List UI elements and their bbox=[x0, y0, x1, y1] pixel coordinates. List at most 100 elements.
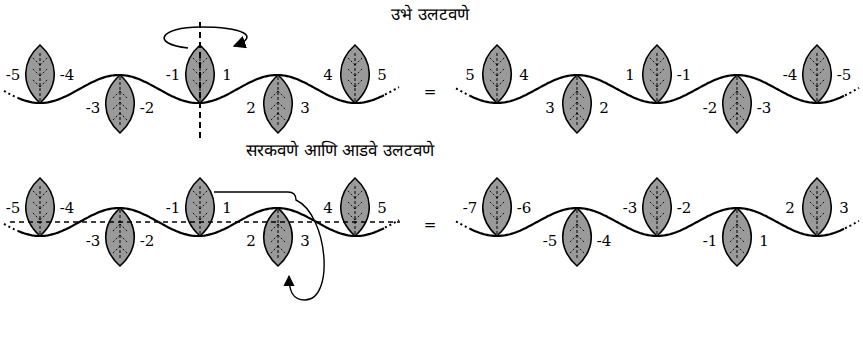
leaf-vein bbox=[270, 235, 278, 243]
leaf-vein bbox=[200, 79, 208, 87]
leaf-vein bbox=[817, 190, 825, 198]
leaf-vein bbox=[270, 113, 278, 121]
position-number: -5 bbox=[543, 234, 558, 249]
position-number: -3 bbox=[623, 201, 638, 216]
leaf-vein bbox=[270, 102, 278, 110]
leaf-vein bbox=[489, 201, 497, 209]
leaf-vein bbox=[192, 190, 200, 198]
position-number: 2 bbox=[599, 101, 609, 116]
leaf-vein bbox=[817, 212, 825, 220]
mirror-axis bbox=[10, 221, 400, 223]
leaf-vein bbox=[347, 57, 355, 65]
leaf-vein bbox=[120, 102, 128, 110]
position-number: 3 bbox=[545, 101, 555, 116]
leaf-vein bbox=[120, 210, 121, 258]
leaf-shape bbox=[106, 75, 135, 133]
leaf-vein bbox=[40, 68, 48, 76]
position-number: -5 bbox=[6, 68, 21, 83]
leaf-vein bbox=[737, 77, 738, 125]
leaf-vein bbox=[649, 68, 657, 76]
position-number: -1 bbox=[166, 201, 181, 216]
leaf-vein bbox=[577, 246, 585, 254]
leaf-vein bbox=[577, 77, 578, 125]
leaf-vein bbox=[112, 113, 120, 121]
leaf-vein bbox=[649, 57, 657, 65]
leaf-shape bbox=[803, 178, 832, 236]
leaf-vein bbox=[40, 79, 48, 87]
leaf-shape bbox=[563, 75, 592, 133]
leaf-vein bbox=[489, 79, 497, 87]
leaf-shape bbox=[563, 208, 592, 266]
leaf-vein bbox=[278, 102, 286, 110]
leaf-shape bbox=[186, 178, 215, 236]
position-number: 1 bbox=[222, 68, 232, 83]
leaf-vein bbox=[355, 190, 363, 198]
leaf-vein bbox=[489, 68, 497, 76]
leaf-vein bbox=[497, 68, 505, 76]
position-number: -6 bbox=[517, 201, 532, 216]
wave-dotted-end bbox=[845, 221, 859, 229]
leaf-vein bbox=[355, 186, 356, 234]
leaf-vein bbox=[40, 186, 41, 234]
leaf-vein bbox=[497, 190, 505, 198]
leaf-shape bbox=[106, 208, 135, 266]
leaf-vein bbox=[278, 224, 286, 232]
leaf-vein bbox=[649, 79, 657, 87]
leaf-vein bbox=[649, 190, 657, 198]
leaf-vein bbox=[347, 201, 355, 209]
leaf-vein bbox=[278, 91, 286, 99]
position-number: -2 bbox=[677, 201, 692, 216]
leaf-vein bbox=[737, 91, 745, 99]
leaf-vein bbox=[200, 190, 208, 198]
leaf-vein bbox=[355, 212, 363, 220]
leaf-vein bbox=[270, 246, 278, 254]
wave-dotted-end bbox=[456, 222, 470, 229]
leaf-vein bbox=[649, 212, 657, 220]
position-number: 3 bbox=[300, 101, 310, 116]
leaf-vein bbox=[120, 91, 128, 99]
leaf-vein bbox=[355, 57, 363, 65]
leaf-vein bbox=[278, 210, 279, 258]
leaf-vein bbox=[657, 57, 665, 65]
leaf-vein bbox=[809, 190, 817, 198]
position-number: 1 bbox=[222, 201, 232, 216]
leaf-vein bbox=[729, 102, 737, 110]
leaf-vein bbox=[569, 91, 577, 99]
leaf-vein bbox=[497, 186, 498, 234]
leaf-vein bbox=[192, 79, 200, 87]
leaf-shape bbox=[26, 178, 55, 236]
leaf-vein bbox=[32, 190, 40, 198]
leaf-vein bbox=[200, 201, 208, 209]
leaf-vein bbox=[200, 186, 201, 234]
heading: सरकवणे आणि आडवे उलटवणे bbox=[246, 142, 433, 159]
leaf-vein bbox=[200, 57, 208, 65]
leaf-vein bbox=[729, 246, 737, 254]
leaf-vein bbox=[112, 102, 120, 110]
mirror-axis bbox=[199, 22, 201, 142]
leaf-vein bbox=[112, 235, 120, 243]
leaf-shape bbox=[341, 178, 370, 236]
leaf-vein bbox=[355, 68, 363, 76]
position-number: 4 bbox=[323, 201, 333, 216]
leaf-vein bbox=[32, 212, 40, 220]
leaf-shape bbox=[264, 208, 293, 266]
wave-dotted-end bbox=[4, 91, 18, 98]
leaf-vein bbox=[489, 212, 497, 220]
leaf-vein bbox=[729, 113, 737, 121]
position-number: -1 bbox=[703, 234, 718, 249]
position-number: 1 bbox=[625, 68, 635, 83]
leaf-vein bbox=[347, 79, 355, 87]
leaf-vein bbox=[192, 57, 200, 65]
leaf-vein bbox=[569, 246, 577, 254]
leaf-vein bbox=[192, 201, 200, 209]
leaf-vein bbox=[809, 57, 817, 65]
equals-sign: = bbox=[424, 85, 437, 100]
leaf-vein bbox=[355, 79, 363, 87]
position-number: -4 bbox=[60, 201, 75, 216]
leaf-vein bbox=[577, 102, 585, 110]
leaf-vein bbox=[200, 68, 208, 76]
leaf-vein bbox=[192, 212, 200, 220]
leaf-vein bbox=[355, 53, 356, 101]
leaf-vein bbox=[347, 68, 355, 76]
